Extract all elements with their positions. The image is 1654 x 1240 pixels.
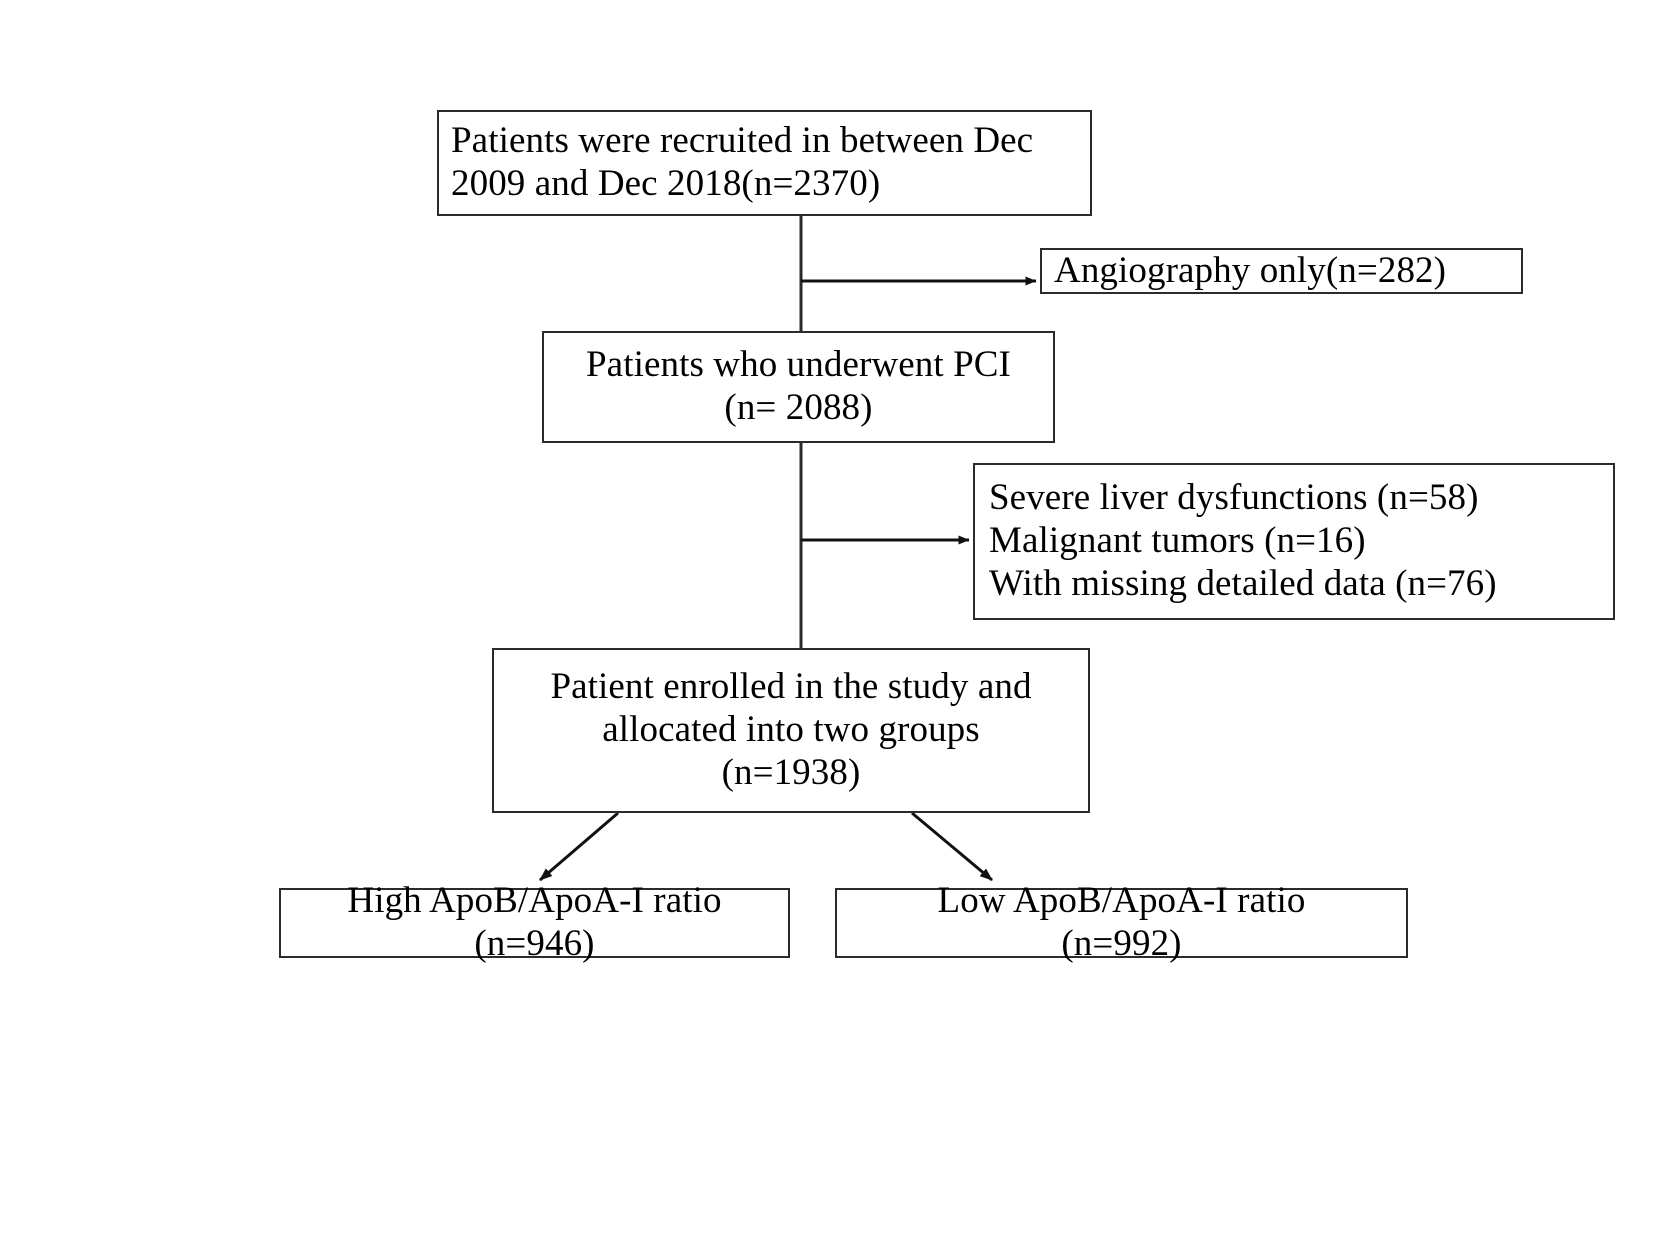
node-high-apob-apoa1-ratio-line-2: (n=946) (474, 923, 595, 964)
node-patients-recruited-line-2: 2009 and Dec 2018(n=2370) (451, 163, 881, 204)
node-patients-enrolled-line-3: (n=1938) (721, 751, 861, 793)
node-exclusion-criteria-line-1: Severe liver dysfunctions (n=58) (989, 477, 1479, 519)
node-patients-enrolled: Patient enrolled in the study and alloca… (492, 648, 1090, 813)
node-patients-underwent-pci-line-2: (n= 2088) (724, 387, 873, 428)
node-low-apob-apoa1-ratio-line-2: (n=992) (1061, 923, 1182, 964)
node-patients-enrolled-line-1: Patient enrolled in the study and (550, 666, 1032, 708)
node-low-apob-apoa1-ratio-line-1: Low ApoB/ApoA-I ratio (937, 880, 1306, 922)
node-low-apob-apoa1-ratio: Low ApoB/ApoA-I ratio (n=992) (835, 880, 1408, 964)
node-patients-recruited-line-1: Patients were recruited in between Dec (451, 120, 1034, 162)
node-exclusion-criteria: Severe liver dysfunctions (n=58) Maligna… (973, 463, 1615, 620)
node-high-apob-apoa1-ratio-line-1: High ApoB/ApoA-I ratio (347, 880, 722, 922)
node-high-apob-apoa1-ratio: High ApoB/ApoA-I ratio (n=946) (279, 880, 790, 964)
node-angiography-only: Angiography only(n=282) (1040, 248, 1523, 294)
node-patients-enrolled-line-2: allocated into two groups (602, 709, 980, 751)
node-patients-underwent-pci-line-1: Patients who underwent PCI (586, 344, 1011, 386)
node-patients-underwent-pci: Patients who underwent PCI (n= 2088) (542, 331, 1055, 443)
node-exclusion-criteria-line-2: Malignant tumors (n=16) (989, 520, 1366, 562)
node-exclusion-criteria-line-3: With missing detailed data (n=76) (989, 562, 1497, 604)
edge-enrolled-to-high (539, 811, 619, 882)
node-patients-recruited: Patients were recruited in between Dec 2… (437, 110, 1092, 216)
edge-enrolled-to-low (911, 811, 993, 882)
node-angiography-only-line-1: Angiography only(n=282) (1054, 249, 1447, 291)
